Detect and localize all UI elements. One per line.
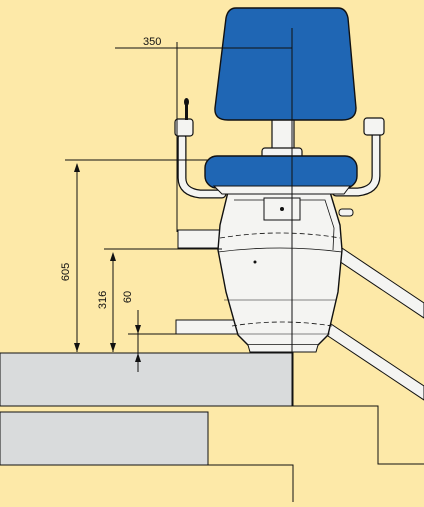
dimension-width-label: 350 bbox=[143, 36, 161, 48]
staircase bbox=[0, 352, 424, 502]
joystick-icon bbox=[185, 104, 188, 120]
dimension-armrest-height: 605 bbox=[60, 159, 208, 352]
dimension-footplate-height: 316 bbox=[97, 248, 222, 352]
carriage bbox=[217, 191, 354, 353]
backrest bbox=[214, 7, 357, 121]
dimension-width: 350 bbox=[115, 36, 292, 232]
dimension-step-height-label: 60 bbox=[122, 291, 134, 303]
dimension-footplate-height-label: 316 bbox=[97, 291, 109, 309]
rails bbox=[175, 229, 424, 401]
seat bbox=[204, 155, 358, 195]
armrests bbox=[174, 98, 385, 199]
dimension-step-height: 60 bbox=[122, 291, 178, 372]
dimension-armrest-height-label: 605 bbox=[60, 263, 72, 281]
